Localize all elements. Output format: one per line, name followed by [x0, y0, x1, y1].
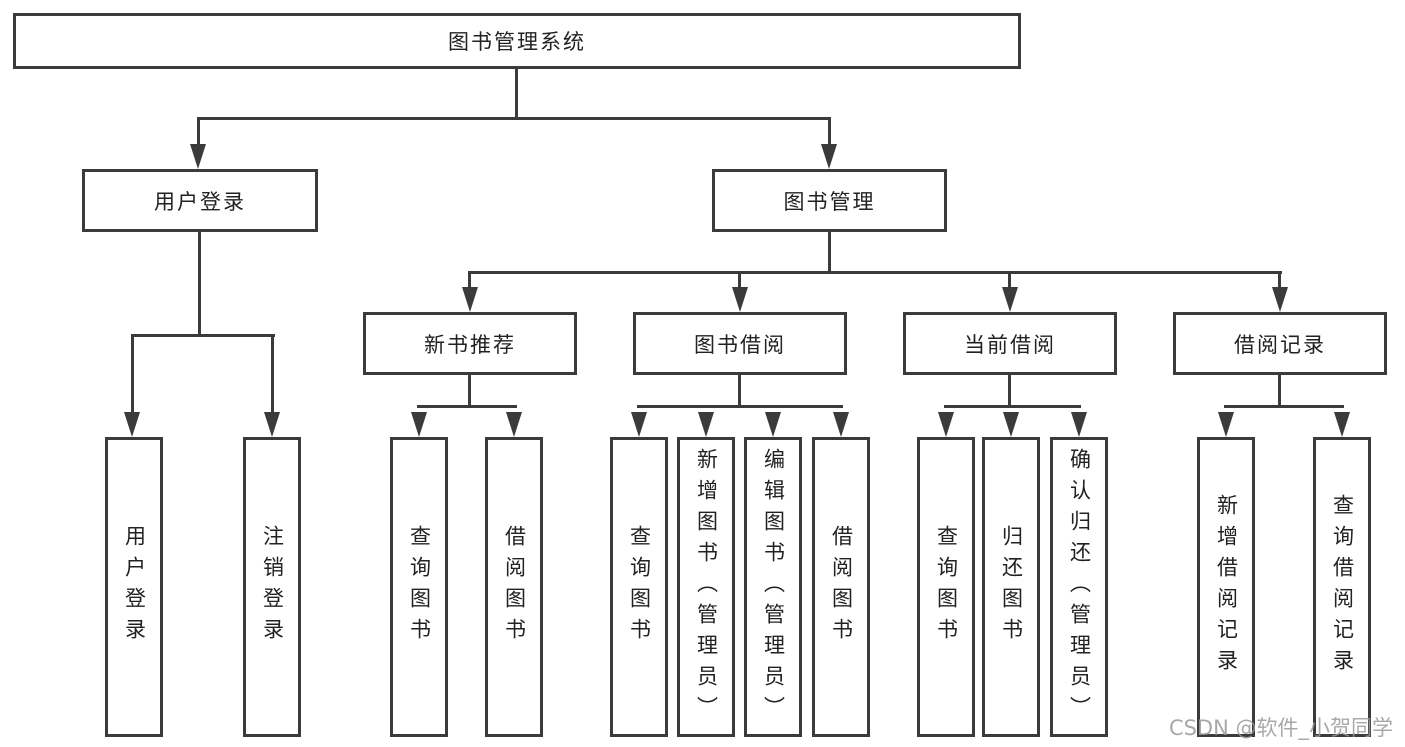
leaf-label: 查询图书	[407, 525, 432, 649]
node-user-login: 用户登录	[82, 169, 318, 232]
leaf-label: 查询图书	[627, 525, 652, 649]
arrow-down-icon	[698, 412, 714, 437]
connector-line	[468, 271, 1282, 274]
connector-line	[1278, 374, 1281, 408]
node-leaf-add-books-admin: 新增图书（管理员）	[677, 437, 735, 737]
node-leaf-return-books: 归还图书	[982, 437, 1040, 737]
leaf-label: 查询图书	[934, 525, 959, 649]
arrow-down-icon	[1003, 412, 1019, 437]
connector-line	[417, 405, 517, 408]
connector-line	[1224, 405, 1344, 408]
node-leaf-edit-books-admin: 编辑图书（管理员）	[744, 437, 802, 737]
node-leaf-add-borrow-record: 新增借阅记录	[1197, 437, 1255, 737]
arrow-down-icon	[264, 412, 280, 437]
node-leaf-query-books: 查询图书	[610, 437, 668, 737]
connector-line	[515, 69, 518, 119]
leaf-label: 编辑图书（管理员）	[761, 447, 786, 727]
node-current-borrow: 当前借阅	[903, 312, 1117, 375]
node-leaf-logout: 注销登录	[243, 437, 301, 737]
arrow-down-icon	[411, 412, 427, 437]
node-root: 图书管理系统	[13, 13, 1021, 69]
connector-line	[197, 117, 200, 146]
node-borrow-records: 借阅记录	[1173, 312, 1387, 375]
arrow-down-icon	[631, 412, 647, 437]
connector-line	[131, 334, 134, 414]
node-leaf-borrow-books-recommend: 借阅图书	[485, 437, 543, 737]
connector-line	[468, 374, 471, 408]
leaf-label: 借阅图书	[829, 525, 854, 649]
connector-line	[198, 232, 201, 337]
node-label: 新书推荐	[424, 332, 516, 357]
arrow-down-icon	[732, 287, 748, 312]
node-leaf-query-borrow-record: 查询借阅记录	[1313, 437, 1371, 737]
arrow-down-icon	[462, 287, 478, 312]
node-label: 图书管理系统	[448, 30, 586, 54]
node-label: 当前借阅	[964, 332, 1056, 357]
arrow-down-icon	[1218, 412, 1234, 437]
connector-line	[131, 334, 275, 337]
leaf-label: 用户登录	[122, 525, 147, 649]
leaf-label: 归还图书	[999, 525, 1024, 649]
node-label: 用户登录	[154, 189, 246, 214]
connector-line	[1278, 271, 1281, 289]
connector-line	[944, 405, 1081, 408]
arrow-down-icon	[833, 412, 849, 437]
arrow-down-icon	[1071, 412, 1087, 437]
connector-line	[828, 117, 831, 146]
leaf-label: 借阅图书	[502, 525, 527, 649]
connector-line	[637, 405, 843, 408]
leaf-label: 新增借阅记录	[1214, 494, 1239, 680]
node-new-book-recommend: 新书推荐	[363, 312, 577, 375]
node-book-management: 图书管理	[712, 169, 947, 232]
leaf-label: 新增图书（管理员）	[694, 447, 719, 727]
leaf-label: 查询借阅记录	[1330, 494, 1355, 680]
arrow-down-icon	[821, 144, 837, 169]
connector-line	[828, 231, 831, 274]
arrow-down-icon	[506, 412, 522, 437]
arrow-down-icon	[1334, 412, 1350, 437]
connector-line	[738, 374, 741, 408]
connector-line	[1008, 374, 1011, 408]
node-leaf-query-current: 查询图书	[917, 437, 975, 737]
node-leaf-query-books-recommend: 查询图书	[390, 437, 448, 737]
node-label: 图书管理	[783, 189, 876, 214]
connector-line	[738, 271, 741, 289]
leaf-label: 确认归还（管理员）	[1067, 447, 1092, 727]
arrow-down-icon	[765, 412, 781, 437]
arrow-down-icon	[1272, 287, 1288, 312]
connector-line	[1008, 271, 1011, 289]
node-leaf-user-login: 用户登录	[105, 437, 163, 737]
connector-line	[271, 334, 274, 414]
node-label: 图书借阅	[694, 332, 786, 357]
arrow-down-icon	[190, 144, 206, 169]
arrow-down-icon	[1002, 287, 1018, 312]
node-leaf-borrow-books: 借阅图书	[812, 437, 870, 737]
node-book-borrow: 图书借阅	[633, 312, 847, 375]
csdn-watermark: CSDN @软件_小贺同学	[1168, 716, 1393, 740]
arrow-down-icon	[938, 412, 954, 437]
connector-line	[468, 271, 471, 289]
leaf-label: 注销登录	[260, 525, 285, 649]
node-leaf-confirm-return-admin: 确认归还（管理员）	[1050, 437, 1108, 737]
node-label: 借阅记录	[1234, 332, 1326, 357]
connector-line	[197, 117, 831, 120]
arrow-down-icon	[124, 412, 140, 437]
